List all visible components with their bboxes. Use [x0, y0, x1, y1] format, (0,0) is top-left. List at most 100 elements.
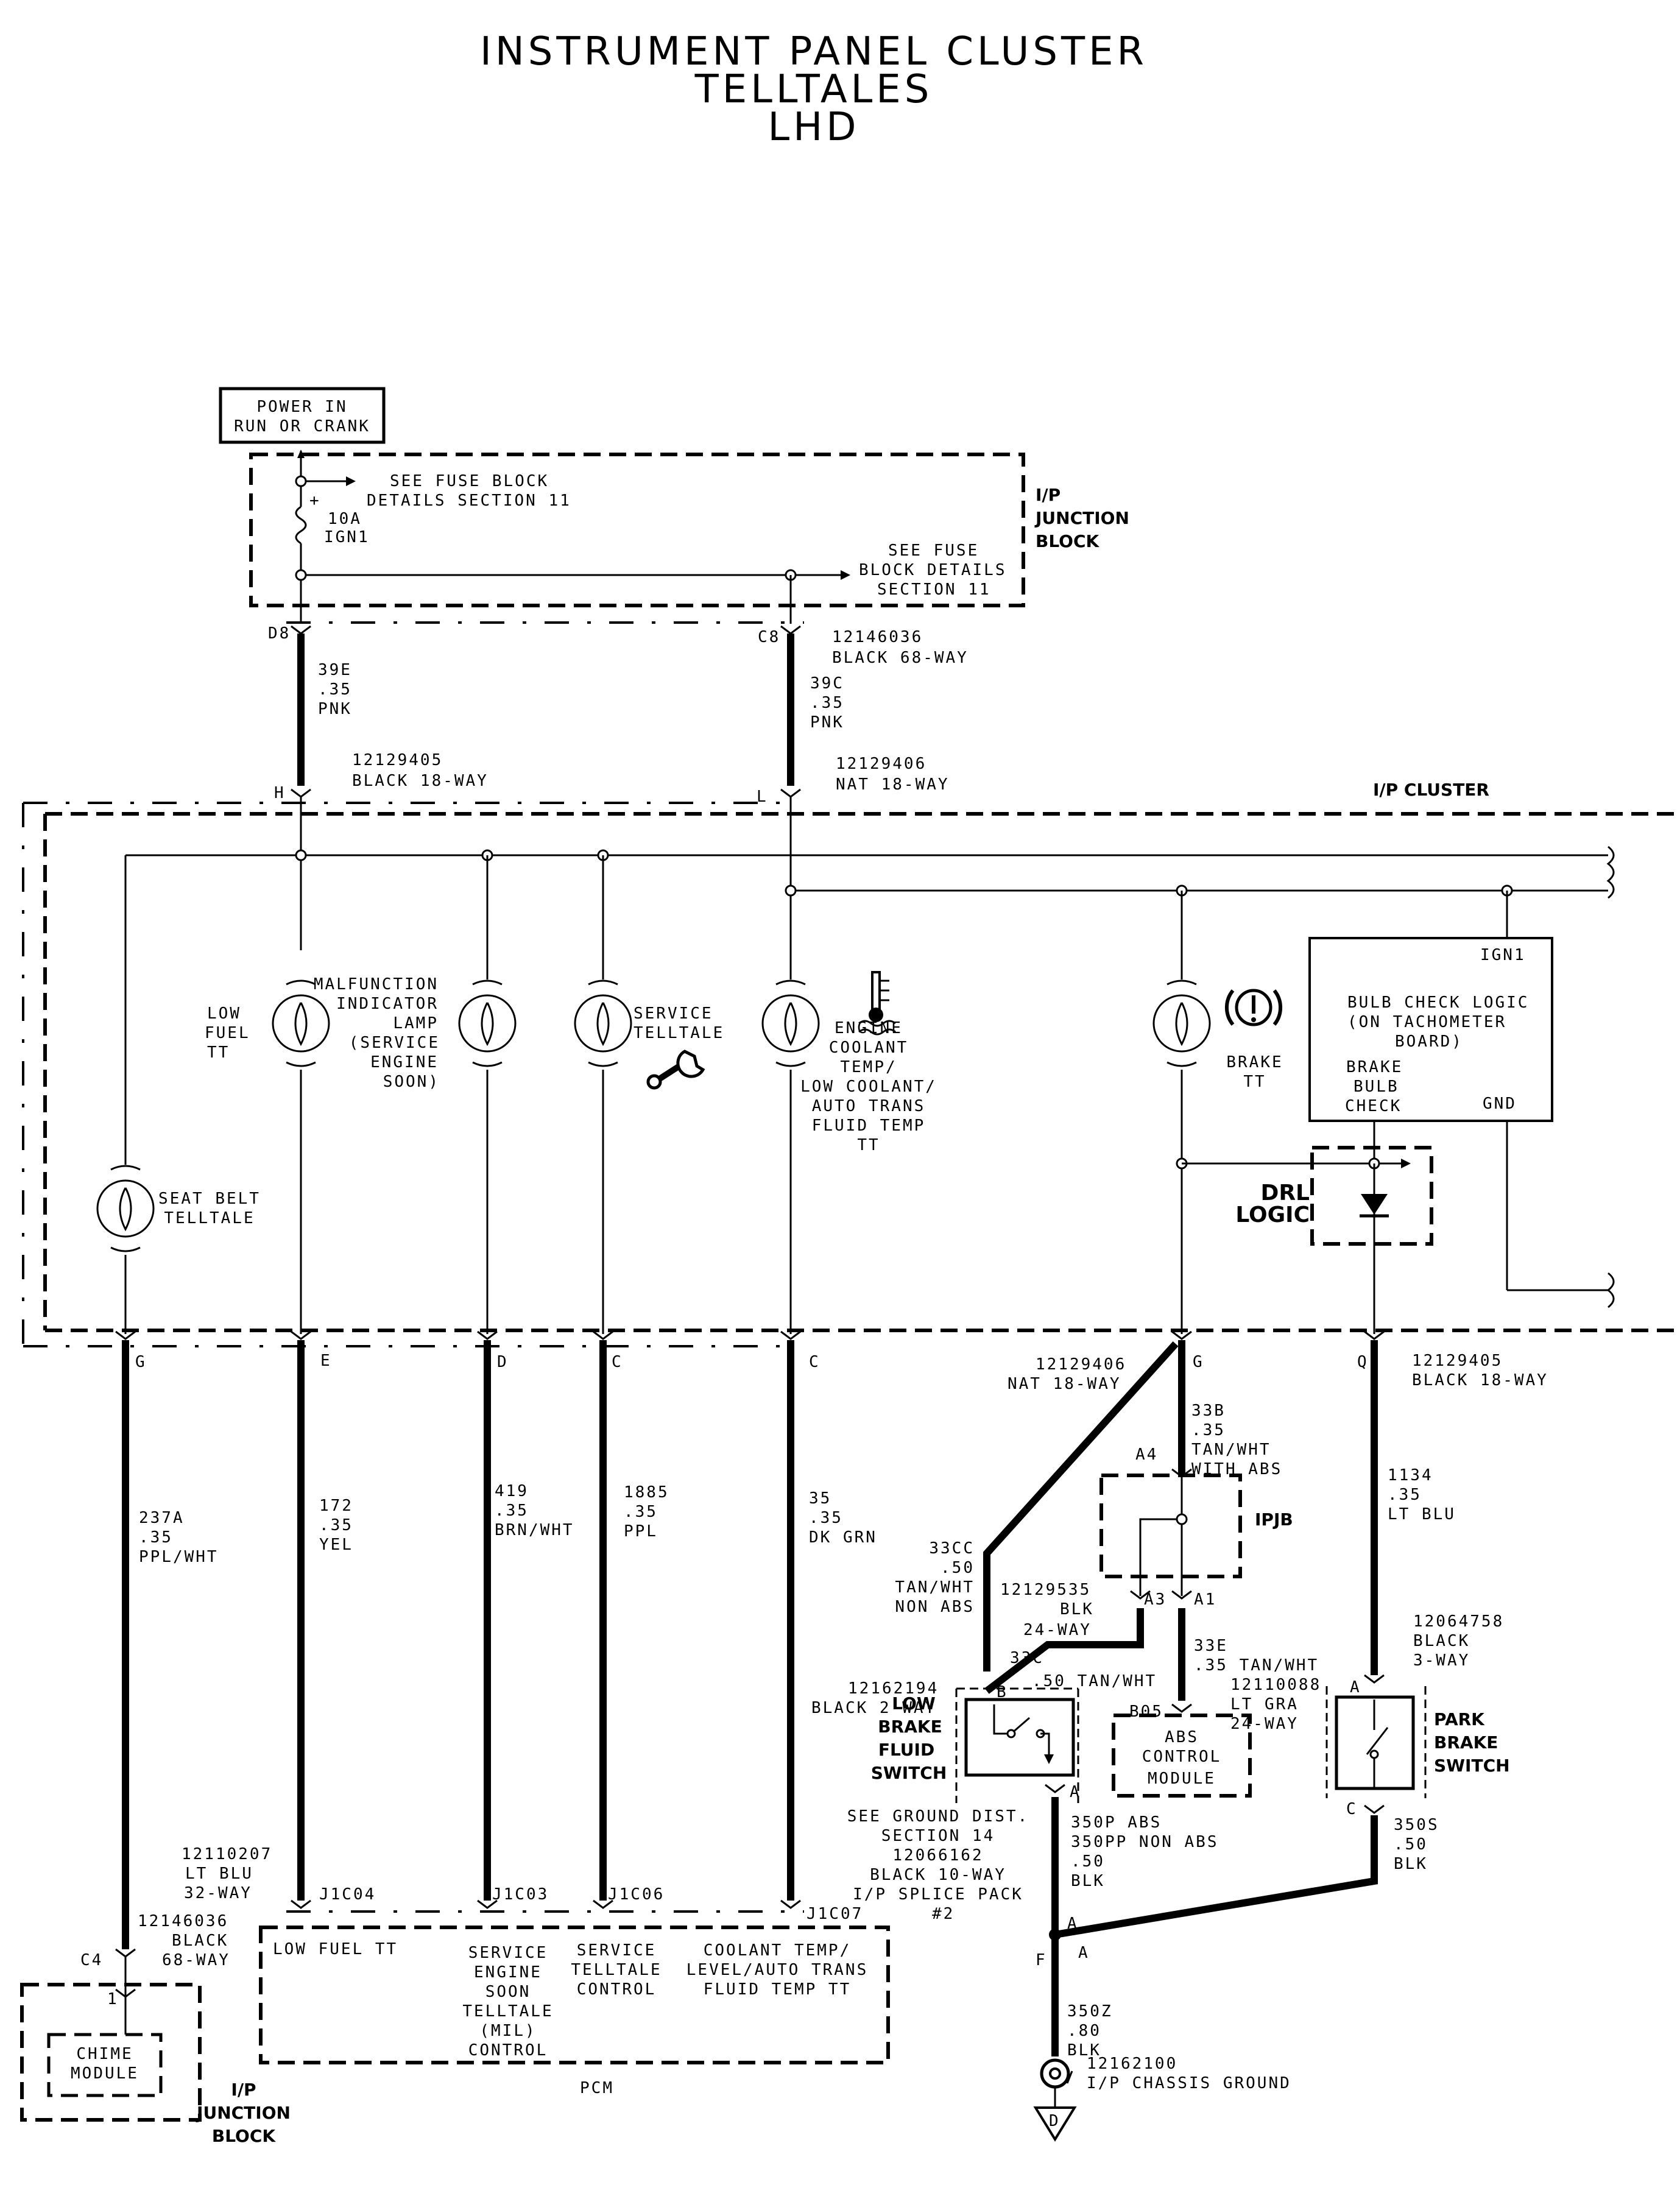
- pin-a1: A1: [1194, 1590, 1216, 1609]
- w350z-3: BLK: [1067, 2041, 1101, 2060]
- gnd-d: D: [1049, 2112, 1061, 2130]
- lbfs-pin-b: B: [997, 1683, 1008, 1701]
- pcm-pin-4: J1C07: [806, 1905, 863, 1923]
- gnd-ref-4: BLACK 10-WAY: [870, 1866, 1006, 1884]
- pbs-label-3: SWITCH: [1434, 1756, 1510, 1776]
- fuse-name: IGN1: [324, 528, 370, 546]
- w39c-2: .35: [810, 694, 844, 712]
- w39c-3: PNK: [810, 713, 844, 732]
- abs-label-2: CONTROL: [1142, 1748, 1222, 1766]
- mil-5: ENGINE: [370, 1053, 439, 1071]
- pin-a3: A3: [1144, 1590, 1166, 1609]
- drl-1: DRL: [1260, 1181, 1310, 1206]
- w1134-2: .35: [1388, 1486, 1422, 1504]
- conn-h-2: BLACK 18-WAY: [352, 772, 489, 790]
- ipjb-top-label-3: BLOCK: [1036, 531, 1100, 551]
- w419-1: 419: [495, 1482, 529, 1500]
- service-2: TELLTALE: [634, 1024, 724, 1042]
- low-fuel-3: TT: [207, 1043, 230, 1062]
- gnd-ref-5: I/P SPLICE PACK: [853, 1885, 1023, 1904]
- w350s-3: BLK: [1394, 1855, 1428, 1873]
- title-line-1: INSTRUMENT PANEL CLUSTER: [480, 29, 1148, 74]
- bulb-title-2: (ON TACHOMETER: [1347, 1013, 1506, 1031]
- w33cc-1: 33CC: [929, 1539, 975, 1558]
- ipjb-top: I/P JUNCTION BLOCK SEE FUSE BLOCK DETAIL…: [249, 450, 1129, 624]
- low-fuel-2: FUEL: [205, 1024, 250, 1042]
- chime-module: 12146036 BLACK 68-WAY C4 1 CHIME MODULE …: [20, 1912, 291, 2146]
- wire-350s: [1054, 1815, 1378, 1938]
- brake-1: BRAKE: [1226, 1053, 1283, 1071]
- w350p-3: .50: [1071, 1852, 1105, 1871]
- conn-l-1: 12129406: [836, 755, 926, 773]
- coolant-2: COOLANT: [829, 1039, 909, 1057]
- title-line-2: TELLTALES: [694, 67, 933, 112]
- pin-c8: C8: [758, 628, 780, 646]
- ipjb-top-label-2: JUNCTION: [1034, 508, 1129, 528]
- pin-bottom-g1: G: [135, 1353, 147, 1371]
- mil-4: (SERVICE: [349, 1034, 440, 1052]
- brake-2: TT: [1243, 1073, 1266, 1091]
- ground-symbol-icon: [1033, 2106, 1077, 2142]
- gnd-conn-2: I/P CHASSIS GROUND: [1087, 2074, 1291, 2092]
- seat-belt-2: TELLTALE: [164, 1209, 255, 1227]
- w1134-1: 1134: [1388, 1466, 1433, 1485]
- wrench-icon: [646, 1050, 705, 1090]
- w33b-1: 33B: [1191, 1402, 1226, 1420]
- title-line-3: LHD: [768, 105, 859, 150]
- pcm-ct-1: COOLANT TEMP/: [704, 1941, 852, 1960]
- abs-conn-2: LT GRA: [1230, 1695, 1299, 1714]
- pin-bottom-q: Q: [1357, 1353, 1369, 1371]
- pcm-pin-1: J1C04: [319, 1885, 376, 1904]
- w1885-2: .35: [624, 1503, 658, 1521]
- lbfs-label-3: FLUID: [878, 1740, 934, 1760]
- w350p-4: BLK: [1071, 1872, 1105, 1890]
- gnd-conn-1: 12162100: [1087, 2055, 1177, 2073]
- lbfs-label-1: LOW: [892, 1693, 936, 1714]
- wire-33cc: [983, 1341, 1179, 1672]
- pcm-conn-2: LT BLU: [185, 1865, 253, 1883]
- abs-conn-ipjb-2: BLK: [1060, 1600, 1094, 1619]
- pin-bottom-d: D: [497, 1353, 509, 1371]
- lbfs-pin-a: A: [1070, 1783, 1081, 1801]
- lamp-seat-belt: [96, 1165, 155, 1334]
- w33e-1: 33E: [1194, 1637, 1228, 1655]
- pbs-label-2: BRAKE: [1434, 1732, 1498, 1753]
- w350s-1: 350S: [1394, 1816, 1439, 1834]
- pcm-ses-2: ENGINE: [474, 1963, 542, 1982]
- fuse-ref2-1: SEE FUSE: [888, 542, 979, 560]
- lbfs-conn-1: 12162194: [848, 1679, 939, 1698]
- bulb-brake-2: BULB: [1354, 1078, 1399, 1096]
- lbfs-label-4: SWITCH: [871, 1763, 947, 1783]
- ip-cluster: I/P CLUSTER: [22, 780, 1680, 1347]
- lbfs-label-2: BRAKE: [878, 1717, 942, 1737]
- pcm-ses-1: SERVICE: [468, 1944, 548, 1962]
- drl-logic: DRL LOGIC: [1235, 1146, 1433, 1334]
- pcm-ses-3: SOON: [485, 1983, 531, 2001]
- lamp-low-fuel: [272, 980, 330, 1334]
- pcm-ses-4: TELLTALE: [462, 2002, 553, 2021]
- w1885-3: PPL: [624, 1522, 658, 1541]
- lamp-mil: [458, 980, 517, 1334]
- w33b-2: .35: [1191, 1421, 1226, 1439]
- w172-3: YEL: [319, 1536, 353, 1554]
- brake-warning-icon: [1225, 989, 1282, 1026]
- mil-2: INDICATOR: [336, 995, 439, 1013]
- bulb-gnd: GND: [1483, 1095, 1517, 1113]
- gnd-ref-2: SECTION 14: [881, 1827, 995, 1845]
- abs-control-module: 12110088 LT GRA 24-WAY B05 ABS CONTROL M…: [1112, 1676, 1319, 1798]
- drl-2: LOGIC: [1235, 1202, 1310, 1227]
- abs-conn-ipjb-3: 24-WAY: [1023, 1621, 1092, 1639]
- coolant-4: LOW COOLANT/: [800, 1078, 937, 1096]
- bulb-ign: IGN1: [1480, 946, 1526, 964]
- chime-jb-1: I/P: [231, 2080, 256, 2100]
- power-in-box: POWER IN RUN OR CRANK: [219, 387, 386, 444]
- fuse-ref1-1: SEE FUSE BLOCK: [390, 472, 549, 490]
- chime-label-2: MODULE: [71, 2064, 139, 2083]
- coolant-7: TT: [857, 1136, 880, 1154]
- w35-1: 35: [809, 1489, 831, 1508]
- chime-pin-c4: C4: [80, 1951, 103, 1969]
- abs-label-3: MODULE: [1148, 1770, 1216, 1788]
- chime-conn-3: 68-WAY: [162, 1951, 230, 1969]
- pcm-stt-2: TELLTALE: [571, 1961, 662, 1979]
- gnd-pin-a2: A: [1078, 1944, 1090, 1962]
